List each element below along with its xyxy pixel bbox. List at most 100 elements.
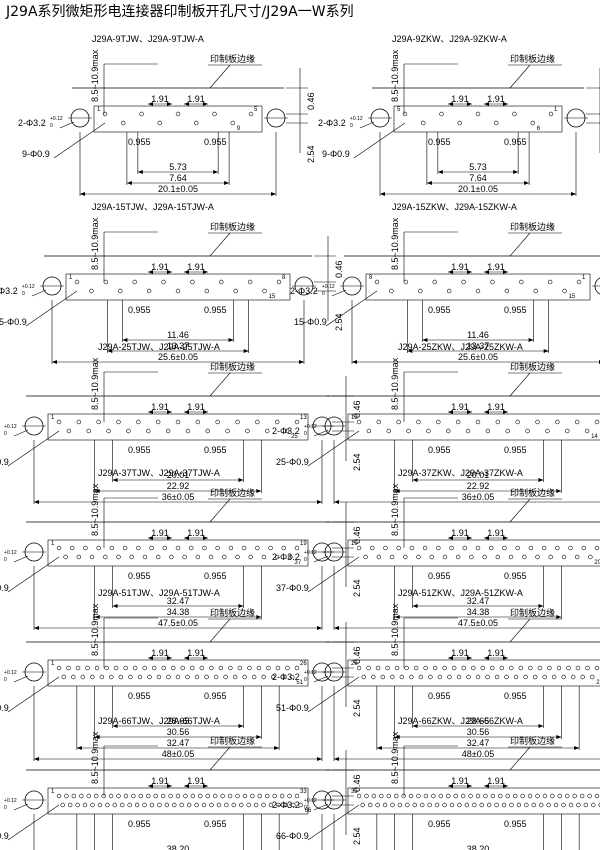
mounting-hole-tolerance: 0 [4, 431, 7, 437]
pin-number-end: 66 [305, 808, 312, 814]
pin-hole [216, 802, 222, 808]
pin-hole [208, 554, 214, 560]
board-edge-label: 印制板边缘 [510, 221, 555, 232]
pin-hole [468, 793, 473, 799]
connector-outline [47, 659, 309, 687]
pin-hole [594, 793, 600, 799]
arrow-head [256, 489, 262, 493]
panel-15t: J29A-15TJW、J29A-15TJW-A印制板边缘8.5~10.9max1… [0, 202, 344, 364]
pin-hole [550, 793, 555, 799]
pin-hole [356, 665, 362, 671]
callout-leader [307, 430, 360, 467]
pin-number-start: 8 [369, 275, 373, 281]
pin-hole [542, 674, 547, 680]
arrow-head [184, 784, 189, 788]
pin-number-end: 37 [294, 560, 301, 566]
arrow-head [112, 724, 118, 728]
pin-hole [136, 545, 141, 551]
pin-hole [546, 802, 551, 808]
row-offset-value: 0.46 [352, 526, 362, 544]
pitch-0-955: 0.955 [504, 445, 527, 455]
pin-hole [64, 793, 69, 799]
overall-dimension: 47.5±0.05 [158, 618, 198, 628]
pin-hole [375, 665, 381, 671]
arrow-head [148, 536, 153, 540]
pin-hole [86, 428, 91, 434]
pin-hole [108, 793, 114, 799]
arrow-head [238, 604, 244, 608]
pin-hole [505, 793, 510, 799]
pin-hole [364, 793, 369, 799]
pin-hole [194, 674, 200, 680]
panel-37z: J29A-37ZKW、J29A-37ZKW-A印制板边缘8.5~10.9max1… [272, 468, 600, 630]
arrow-head [167, 102, 172, 106]
mounting-hole-callout: 2-Φ3.2 [0, 286, 18, 296]
pin-hole [494, 120, 499, 126]
arrow-head [107, 349, 113, 353]
mounting-hole-callout: 2-Φ3.2 [272, 672, 300, 682]
pin-hole [390, 674, 395, 680]
mounting-hole-tolerance: +0.12 [304, 670, 317, 676]
pin-hole [436, 419, 441, 425]
connector-outline [65, 273, 291, 301]
pin-hole [235, 554, 240, 560]
board-edge-leader [209, 746, 231, 771]
arrow-head [299, 360, 304, 364]
mounting-hole-tolerance: +0.12 [304, 550, 317, 556]
pitch-1-91: 1.91 [451, 648, 469, 658]
arrow-head [167, 270, 172, 274]
arrow-head [148, 410, 153, 414]
pitch-1-91: 1.91 [187, 262, 205, 272]
arrow-head [34, 626, 39, 630]
arrow-head [407, 349, 413, 353]
pin-hole [247, 279, 253, 285]
overall-dimension: 7.64 [469, 173, 487, 183]
pin-hole [268, 802, 274, 808]
overall-dimension: 25.6±0.05 [158, 352, 198, 362]
pin-hole [432, 665, 438, 671]
row-pitch-value: 2.54 [352, 699, 362, 717]
pin-hole [594, 665, 600, 671]
pin-hole [594, 545, 600, 551]
pin-hole [70, 545, 75, 551]
pin-hole [591, 802, 596, 808]
pitch-0-955: 0.955 [504, 819, 527, 829]
pin-hole [363, 554, 368, 560]
pin-hole [396, 419, 401, 425]
pin-hole [583, 802, 589, 808]
pin-hole [371, 674, 376, 680]
pin-hole [512, 111, 517, 117]
arrow-head [203, 410, 208, 414]
pin-hole [132, 279, 137, 285]
pin-hole [576, 802, 581, 808]
pin-hole [155, 419, 161, 425]
pin-hole [251, 674, 257, 680]
pin-hole [455, 554, 461, 560]
pin-hole [409, 545, 415, 551]
pin-hole [290, 674, 295, 680]
pin-number-end: 6 [537, 126, 541, 132]
pin-hole [245, 428, 250, 434]
pitch-1-91: 1.91 [187, 648, 205, 658]
pin-number-end: 20 [594, 560, 600, 566]
arrow-head [167, 656, 172, 660]
pin-hole [256, 665, 262, 671]
connector-outline [347, 787, 600, 815]
mounting-hole-callout: 2-Φ3.2 [318, 118, 346, 128]
pin-number-start: 1 [69, 275, 73, 281]
pin-hole [385, 665, 390, 671]
board-edge-label: 印制板边缘 [210, 487, 255, 498]
pin-hole [356, 545, 362, 551]
pin-hole [294, 793, 300, 799]
height-range-label: 8.5~10.9max [90, 49, 100, 102]
pin-hole [574, 419, 580, 425]
pin-number-corner: 1 [582, 275, 586, 281]
arrow-head [34, 757, 39, 761]
pin-number-corner: 26 [300, 661, 307, 667]
pin-hole [104, 665, 109, 671]
pin-hole [230, 120, 235, 126]
arrow-head [126, 181, 132, 185]
height-range-label: 8.5~10.9max [390, 217, 400, 270]
pin-hole [553, 802, 559, 808]
arrow-head [203, 784, 208, 788]
